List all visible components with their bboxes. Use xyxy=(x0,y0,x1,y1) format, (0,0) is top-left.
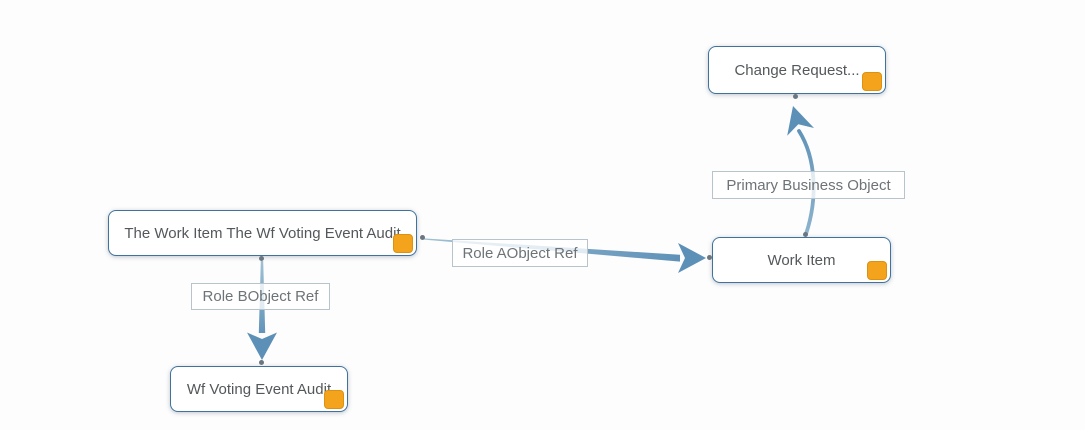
edge-label-role-a-object-ref[interactable]: Role AObject Ref xyxy=(452,239,588,267)
connection-port xyxy=(793,94,798,99)
node-work-item[interactable]: Work Item xyxy=(712,237,891,283)
node-title: Change Request... xyxy=(734,61,860,79)
node-badge xyxy=(324,390,344,409)
edge-label-primary-business-object[interactable]: Primary Business Object xyxy=(712,171,905,199)
connection-port xyxy=(707,255,712,260)
node-badge xyxy=(862,72,882,91)
node-title: The Work Item The Wf Voting Event Audit xyxy=(124,224,401,242)
edge-label-text: Role AObject Ref xyxy=(462,244,578,262)
edge-label-text: Role BObject Ref xyxy=(202,288,319,305)
connection-port xyxy=(420,235,425,240)
connection-port xyxy=(259,360,264,365)
node-wf-voting-event-audit[interactable]: Wf Voting Event Audit xyxy=(170,366,348,412)
connection-port xyxy=(259,256,264,261)
node-title: Work Item xyxy=(767,251,836,269)
node-title: Wf Voting Event Audit xyxy=(186,380,332,398)
node-badge xyxy=(867,261,887,280)
edge-label-text: Primary Business Object xyxy=(726,176,891,194)
edge-role-a-object-ref-arrow-icon xyxy=(678,243,706,273)
node-badge xyxy=(393,234,413,253)
node-the-work-item-the-wf-voting-event-audit[interactable]: The Work Item The Wf Voting Event Audit xyxy=(108,210,417,256)
edge-role-b-object-ref-arrow-icon xyxy=(247,332,277,360)
connection-port xyxy=(803,232,808,237)
edge-label-role-b-object-ref[interactable]: Role BObject Ref xyxy=(191,283,330,310)
edge-primary-business-object-arrow-icon xyxy=(787,106,814,136)
node-change-request[interactable]: Change Request... xyxy=(708,46,886,94)
